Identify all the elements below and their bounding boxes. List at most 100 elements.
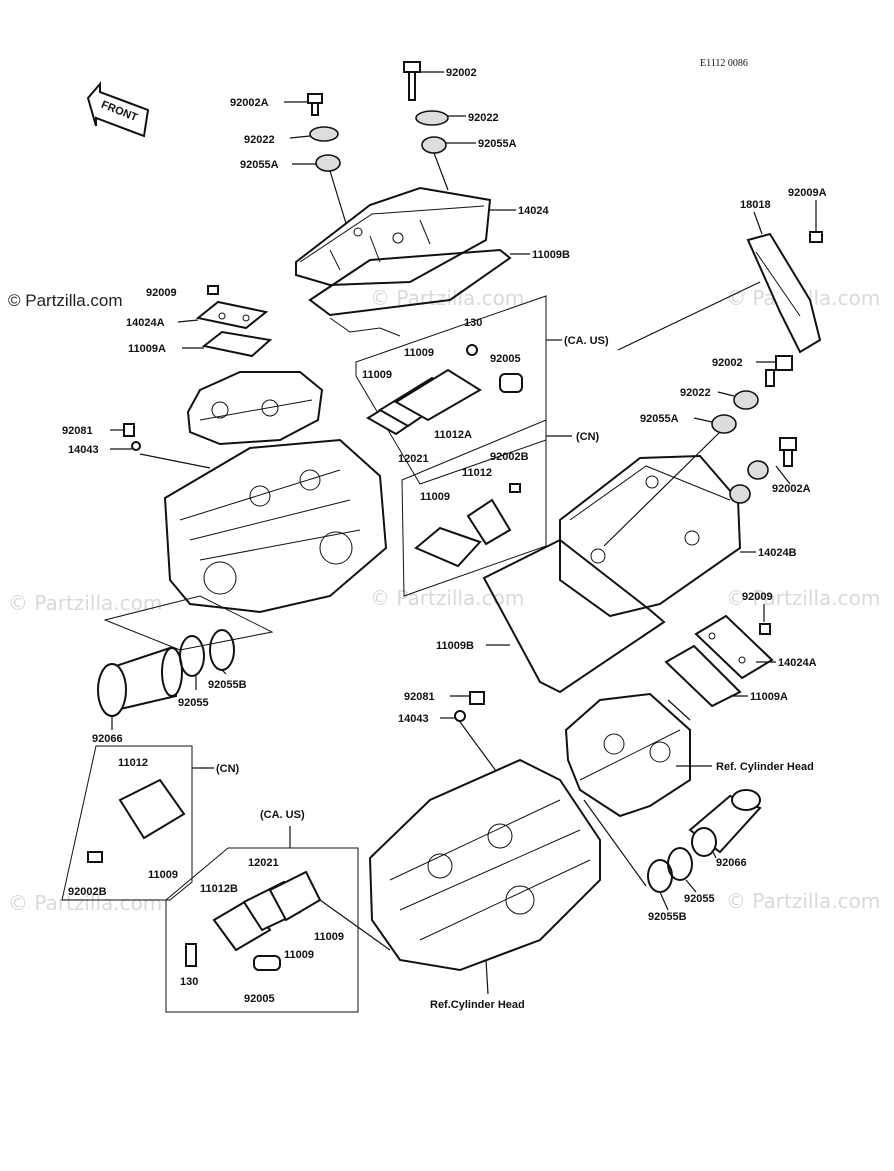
- label-92002-right: 92002: [712, 357, 743, 369]
- label-92055-right: 92055: [684, 893, 715, 905]
- plate-14024A-right-icon: [694, 614, 774, 680]
- cylinder-head-rear-icon: [368, 758, 601, 972]
- bolt-92009A-icon: [809, 231, 823, 243]
- bolt-130-top-icon: [466, 344, 478, 356]
- bolt-92002A-top-icon: [307, 93, 323, 116]
- gasket-11009A-right-icon: [664, 644, 742, 708]
- label-12021-bottom: 12021: [248, 857, 279, 869]
- label-ref-cylinder-head-right: Ref. Cylinder Head: [716, 761, 814, 773]
- label-92055A-right: 92055A: [640, 413, 679, 425]
- o-ring-92055B-right-icon: [647, 859, 673, 893]
- plug-14043-left-icon: [131, 441, 141, 451]
- grommet-92055A-right-icon: [711, 414, 737, 434]
- label-14024A-left: 14024A: [126, 317, 165, 329]
- pipe-92005-top-icon: [499, 373, 523, 393]
- label-92002A-top: 92002A: [230, 97, 269, 109]
- label-11009B-bottom: 11009B: [436, 640, 474, 652]
- label-92005-top: 92005: [490, 353, 521, 365]
- bolt-92009-left-icon: [207, 285, 219, 295]
- label-92055B-right: 92055B: [648, 911, 687, 923]
- label-92066-right: 92066: [716, 857, 747, 869]
- front-arrow-icon: FRONT: [86, 81, 150, 138]
- label-11009-cn-bottom: 11009: [148, 869, 178, 881]
- label-11009-bottom-a: 11009: [314, 931, 344, 943]
- watermark-text: © Partzilla.com: [726, 889, 880, 913]
- label-14043-bottom: 14043: [398, 713, 429, 725]
- diagram-code: E1112 0086: [700, 58, 748, 69]
- reed-valve-cn-bottom-icon: [87, 778, 186, 863]
- label-130-top: 130: [464, 317, 482, 329]
- label-92055B-left: 92055B: [208, 679, 247, 691]
- label-cn-top: (CN): [576, 431, 600, 443]
- label-92002-top: 92002: [446, 67, 477, 79]
- cylinder-head-cover-14024B-icon: [559, 454, 742, 618]
- washer-92022-right-icon: [733, 390, 759, 410]
- label-92055A-top-right: 92055A: [478, 138, 517, 150]
- plate-14024A-left-icon: [195, 300, 269, 330]
- label-11012-bottom: 11012: [118, 757, 148, 769]
- label-11009-cn-mid: 11009: [420, 491, 450, 503]
- bolt-92002-top-icon: [403, 61, 421, 101]
- label-92009-right: 92009: [742, 591, 773, 603]
- label-92002B-bottom: 92002B: [68, 886, 107, 898]
- label-92005-bottom: 92005: [244, 993, 275, 1005]
- cylinder-head-cover-14024-icon: [295, 186, 492, 287]
- label-cn-bottom: (CN): [216, 763, 240, 775]
- plug-14043-bottom-icon: [454, 710, 466, 722]
- label-14024B: 14024B: [758, 547, 797, 559]
- label-ca-us-bottom: (CA. US): [260, 809, 305, 821]
- label-11009A-left: 11009A: [128, 343, 166, 355]
- label-11012A: 11012A: [434, 429, 472, 441]
- label-92081-bottom: 92081: [404, 691, 435, 703]
- label-11009-mid-a: 11009: [404, 347, 434, 359]
- bolt-92009-right-icon: [759, 623, 771, 635]
- bolt-92002-right-icon: [765, 355, 793, 387]
- cylinder-head-front-icon: [163, 438, 388, 614]
- camshaft-holder-right-icon: [564, 692, 691, 818]
- label-92009-left: 92009: [146, 287, 177, 299]
- grommet-92055A-icon: [315, 136, 447, 172]
- gasket-11009B-bottom-icon: [482, 538, 666, 694]
- label-11012-mid: 11012: [462, 467, 492, 479]
- spring-92081-bottom-icon: [469, 691, 485, 705]
- gasket-11009A-left-icon: [201, 330, 273, 358]
- label-92022-top-left: 92022: [244, 134, 275, 146]
- label-11009-bottom-b: 11009: [284, 949, 314, 961]
- label-130-bottom: 130: [180, 976, 198, 988]
- chain-guide-18018-icon: [746, 232, 822, 354]
- label-ref-cylinder-head-bottom: Ref.Cylinder Head: [430, 999, 525, 1011]
- label-14043-left: 14043: [68, 444, 99, 456]
- label-14024A-right: 14024A: [778, 657, 817, 669]
- label-ca-us-top: (CA. US): [564, 335, 609, 347]
- o-ring-92055-left-icon: [179, 635, 205, 677]
- intake-insulator-92066-right-icon: [688, 789, 762, 857]
- watermark-text: © Partzilla.com: [8, 591, 162, 615]
- camshaft-holder-upper-icon: [186, 371, 324, 446]
- watermarks: © Partzilla.com © Partzilla.com © Partzi…: [8, 286, 880, 915]
- spring-92081-left-icon: [123, 423, 135, 437]
- label-92022-right: 92022: [680, 387, 711, 399]
- label-92055A-top-left: 92055A: [240, 159, 279, 171]
- label-92081-left: 92081: [62, 425, 93, 437]
- o-ring-92055B-left-icon: [209, 629, 235, 671]
- intake-insulator-92066-left-icon: [97, 646, 183, 717]
- label-92002A-right: 92002A: [772, 483, 811, 495]
- washer-92022-icon: [309, 110, 449, 142]
- label-92066-left: 92066: [92, 733, 123, 745]
- label-14024: 14024: [518, 205, 549, 217]
- label-11012B: 11012B: [200, 883, 238, 895]
- label-11009A-right: 11009A: [750, 691, 788, 703]
- watermark-text: © Partzilla.com: [726, 586, 880, 610]
- watermark-text: © Partzilla.com: [370, 586, 524, 610]
- label-12021-top: 12021: [398, 453, 429, 465]
- reed-valve-assembly-ca-us-icon: [366, 344, 482, 436]
- label-11009-mid-b: 11009: [362, 369, 392, 381]
- gasket-11009B-top-icon: [308, 248, 512, 317]
- label-18018: 18018: [740, 199, 771, 211]
- watermark-dark-text: © Partzilla.com: [8, 291, 123, 310]
- reed-valve-assembly-ca-us-bottom-icon: [185, 870, 322, 971]
- bolt-92002A-right-icon: [779, 437, 797, 467]
- label-92002B-mid: 92002B: [490, 451, 529, 463]
- label-11009B-top: 11009B: [532, 249, 570, 261]
